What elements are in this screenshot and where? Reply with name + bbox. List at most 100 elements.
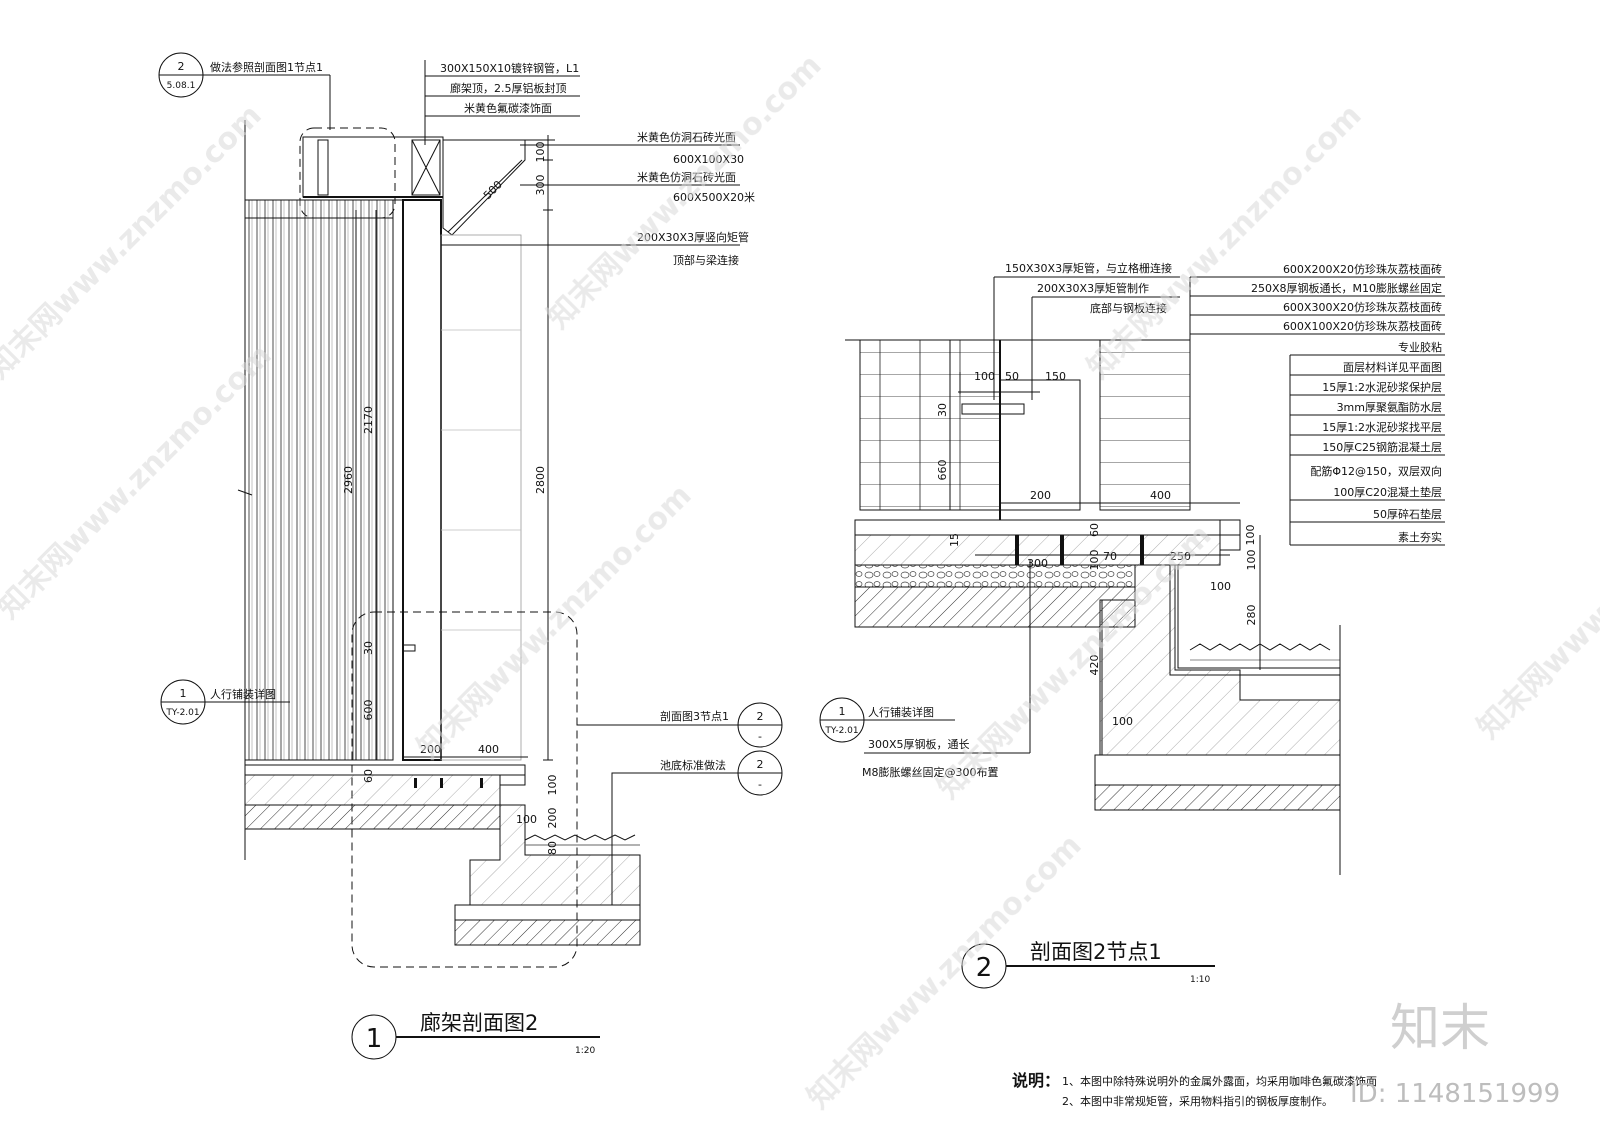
left-section-drawing: 2 5.08.1 做法参照剖面图1节点1 300X150X10镀锌钢管，L1 廊… xyxy=(158,52,783,1060)
pool-ref-note: 池底标准做法 xyxy=(660,758,726,772)
dim-v-100-r-c: 100 xyxy=(1245,550,1258,571)
plate-note-2: M8膨胀螺丝固定@300布置 xyxy=(862,765,998,779)
top-note-2: 廊架顶，2.5厚铝板封顶 xyxy=(450,81,567,95)
right-note-3: 米黄色仿洞石砖光面 xyxy=(637,170,736,184)
dim-h-70-r: 70 xyxy=(1103,550,1117,563)
right-title-block: 2 剖面图2节点1 1:10 xyxy=(961,940,1215,989)
ref-tag-top-sheet: 5.08.1 xyxy=(167,81,196,91)
right-note-6: 顶部与梁连接 xyxy=(673,253,739,267)
paving-tag-right-note: 人行铺装详图 xyxy=(868,705,934,719)
right-title-number: 2 xyxy=(976,953,993,983)
tl-note-3: 底部与钢板连接 xyxy=(1090,301,1167,315)
paving-tag-left-number: 1 xyxy=(180,687,187,700)
paving-tag-right: 1 TY-2.01 人行铺装详图 300X5厚钢板，通长 M8膨胀螺丝固定@30… xyxy=(819,560,1031,779)
dim-v-2800: 2800 xyxy=(534,466,547,494)
layer-note-12: 100厚C20混凝土垫层 xyxy=(1333,485,1442,499)
right-note-1: 米黄色仿洞石砖光面 xyxy=(637,130,736,144)
left-title-block: 1 廊架剖面图2 1:20 xyxy=(351,1011,600,1060)
right-note-2: 600X100X30 xyxy=(673,153,744,166)
footer-label: 说明： xyxy=(1012,1071,1060,1090)
section-ref-note: 剖面图3节点1 xyxy=(660,709,729,723)
footer-line-1: 1、本图中除特殊说明外的金属外露面，均采用咖啡色氟碳漆饰面 xyxy=(1062,1074,1377,1088)
layer-note-5: 专业胶粘 xyxy=(1398,340,1442,354)
dim-v-100-r-a: 100 xyxy=(1088,550,1101,571)
dim-h-100-r: 100 xyxy=(974,370,995,383)
watermark-8: 知末网www.znzmo.com xyxy=(1471,458,1600,746)
watermark-layer: 知末网www.znzmo.com 知末网www.znzmo.com 知末网www… xyxy=(0,48,1600,1116)
right-title-scale: 1:10 xyxy=(1190,975,1210,985)
watermark-5: 知末网www.znzmo.com xyxy=(1081,98,1369,386)
top-note-1: 300X150X10镀锌钢管，L1 xyxy=(440,61,579,75)
dim-h-250-r: 250 xyxy=(1170,550,1191,563)
dim-v-100-base: 100 xyxy=(546,775,559,796)
left-title-number: 1 xyxy=(366,1024,383,1054)
dim-v-100-r-b: 100 xyxy=(1244,525,1257,546)
paving-tag-left-note: 人行铺装详图 xyxy=(210,687,276,701)
layer-note-11: 配筋Φ12@150，双层双向 xyxy=(1310,464,1442,478)
dim-v-15-r: 15 xyxy=(948,533,961,547)
plate-note-1: 300X5厚钢板，通长 xyxy=(868,737,970,751)
layer-notes: 600X200X20仿珍珠灰荔枝面砖 250X8厚钢板通长，M10膨胀螺丝固定 … xyxy=(1189,262,1445,546)
top-note-3: 米黄色氟碳漆饰面 xyxy=(464,101,552,115)
dim-h-200: 200 xyxy=(420,743,441,756)
right-note-5: 200X30X3厚竖向矩管 xyxy=(637,230,749,244)
dim-h-200-r: 200 xyxy=(1030,489,1051,502)
tl-note-2: 200X30X3厚矩管制作 xyxy=(1037,281,1149,295)
dim-diagonal-500: 500 xyxy=(481,178,505,202)
section-ref-sheet: - xyxy=(758,730,762,743)
paving-tag-left-sheet: TY-2.01 xyxy=(165,708,199,718)
brand-id: ID: 1148151999 xyxy=(1350,1079,1560,1109)
right-top-left-notes: 150X30X3厚矩管，与立格栅连接 200X30X3厚矩管制作 底部与钢板连接 xyxy=(993,261,1180,400)
footer-notes: 说明： 1、本图中除特殊说明外的金属外露面，均采用咖啡色氟碳漆饰面 2、本图中非… xyxy=(1012,1071,1377,1108)
dim-h-400: 400 xyxy=(478,743,499,756)
watermark-3: 知末网www.znzmo.com xyxy=(541,48,829,336)
dim-h-300-r: 300 xyxy=(1027,557,1048,570)
layer-note-10: 150厚C25钢筋混凝土层 xyxy=(1322,440,1442,454)
watermark-2: 知末网www.znzmo.com xyxy=(0,338,279,626)
layer-note-2: 250X8厚钢板通长，M10膨胀螺丝固定 xyxy=(1251,281,1442,295)
top-notes: 300X150X10镀锌钢管，L1 廊架顶，2.5厚铝板封顶 米黄色氟碳漆饰面 xyxy=(424,60,580,145)
right-note-4: 600X500X20米 xyxy=(673,191,755,204)
watermark-4: 知末网www.znzmo.com xyxy=(411,478,699,766)
dim-h-100-base: 100 xyxy=(516,813,537,826)
dim-v-80: 80 xyxy=(546,841,559,855)
left-title-scale: 1:20 xyxy=(575,1046,595,1056)
paving-tag-left: 1 TY-2.01 人行铺装详图 xyxy=(160,679,290,725)
right-title-text: 剖面图2节点1 xyxy=(1030,940,1162,964)
dim-v-2960: 2960 xyxy=(342,466,355,494)
layer-note-4: 600X100X20仿珍珠灰荔枝面砖 xyxy=(1283,319,1442,333)
layer-note-6: 面层材料详见平面图 xyxy=(1343,360,1442,374)
pool-ref-sheet: - xyxy=(758,778,762,791)
layer-note-13: 50厚碎石垫层 xyxy=(1373,507,1442,521)
section-ref-number: 2 xyxy=(757,710,764,723)
dim-v-2170: 2170 xyxy=(362,406,375,434)
dim-h-100-r-wall: 100 xyxy=(1210,580,1231,593)
paving-tag-right-number: 1 xyxy=(839,705,846,718)
left-title-text: 廊架剖面图2 xyxy=(420,1011,538,1035)
dim-v-600: 600 xyxy=(362,700,375,721)
layer-note-1: 600X200X20仿珍珠灰荔枝面砖 xyxy=(1283,262,1442,276)
pool-ref-left: 池底标准做法 2 - xyxy=(611,750,783,840)
right-notes: 米黄色仿洞石砖光面 600X100X30 米黄色仿洞石砖光面 600X500X2… xyxy=(441,130,755,267)
dim-v-420-r: 420 xyxy=(1088,655,1101,676)
brand-logo-text: 知末 xyxy=(1390,999,1490,1057)
ref-tag-top: 2 5.08.1 做法参照剖面图1节点1 xyxy=(158,52,331,130)
dim-v-660-r: 660 xyxy=(936,460,949,481)
watermark-1: 知末网www.znzmo.com xyxy=(0,98,269,386)
layer-note-3: 600X300X20仿珍珠灰荔枝面砖 xyxy=(1283,300,1442,314)
ref-tag-top-note: 做法参照剖面图1节点1 xyxy=(210,60,323,74)
paving-tag-right-sheet: TY-2.01 xyxy=(824,726,858,736)
dim-v-30-r: 30 xyxy=(936,403,949,417)
layer-note-14: 素土夯实 xyxy=(1398,530,1442,544)
pool-ref-number: 2 xyxy=(757,758,764,771)
dim-v-60-r: 60 xyxy=(1088,523,1101,537)
right-section-drawing: 150X30X3厚矩管，与立格栅连接 200X30X3厚矩管制作 底部与钢板连接… xyxy=(819,261,1445,989)
brand-watermark: 知末 ID: 1148151999 xyxy=(1350,999,1560,1109)
dim-v-200-base: 200 xyxy=(546,808,559,829)
dim-v-30: 30 xyxy=(362,641,375,655)
footer-line-2: 2、本图中非常规矩管，采用物料指引的钢板厚度制作。 xyxy=(1062,1094,1333,1108)
dim-h-100-r-foot: 100 xyxy=(1112,715,1133,728)
tl-note-1: 150X30X3厚矩管，与立格栅连接 xyxy=(1005,261,1172,275)
dim-h-50-r: 50 xyxy=(1005,370,1019,383)
layer-note-9: 15厚1:2水泥砂浆找平层 xyxy=(1322,420,1442,434)
